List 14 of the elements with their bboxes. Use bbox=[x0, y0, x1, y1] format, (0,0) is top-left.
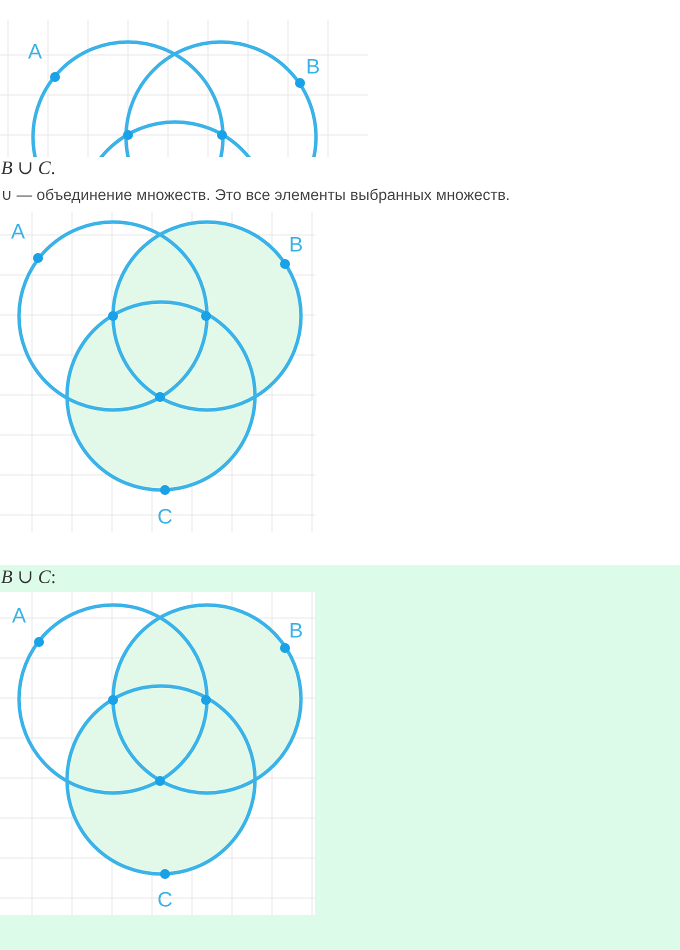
set-label: C bbox=[157, 890, 173, 910]
set-label: B bbox=[289, 620, 303, 642]
set-label: A bbox=[11, 222, 25, 242]
set-label: A bbox=[28, 42, 42, 62]
definition-text: ∪ — объединение множеств. Это все элементы выбранных множеств. bbox=[1, 187, 510, 205]
formula-text: B ∪ C. bbox=[1, 158, 56, 180]
set-label: A bbox=[12, 606, 26, 626]
set-label: B bbox=[289, 234, 303, 256]
set-circle bbox=[8, 220, 209, 412]
set-circle bbox=[9, 603, 209, 795]
set-circle bbox=[25, 40, 225, 157]
set-label: C bbox=[157, 506, 173, 528]
set-label: B bbox=[306, 56, 320, 78]
formula-text: B ∪ C: bbox=[1, 567, 56, 589]
